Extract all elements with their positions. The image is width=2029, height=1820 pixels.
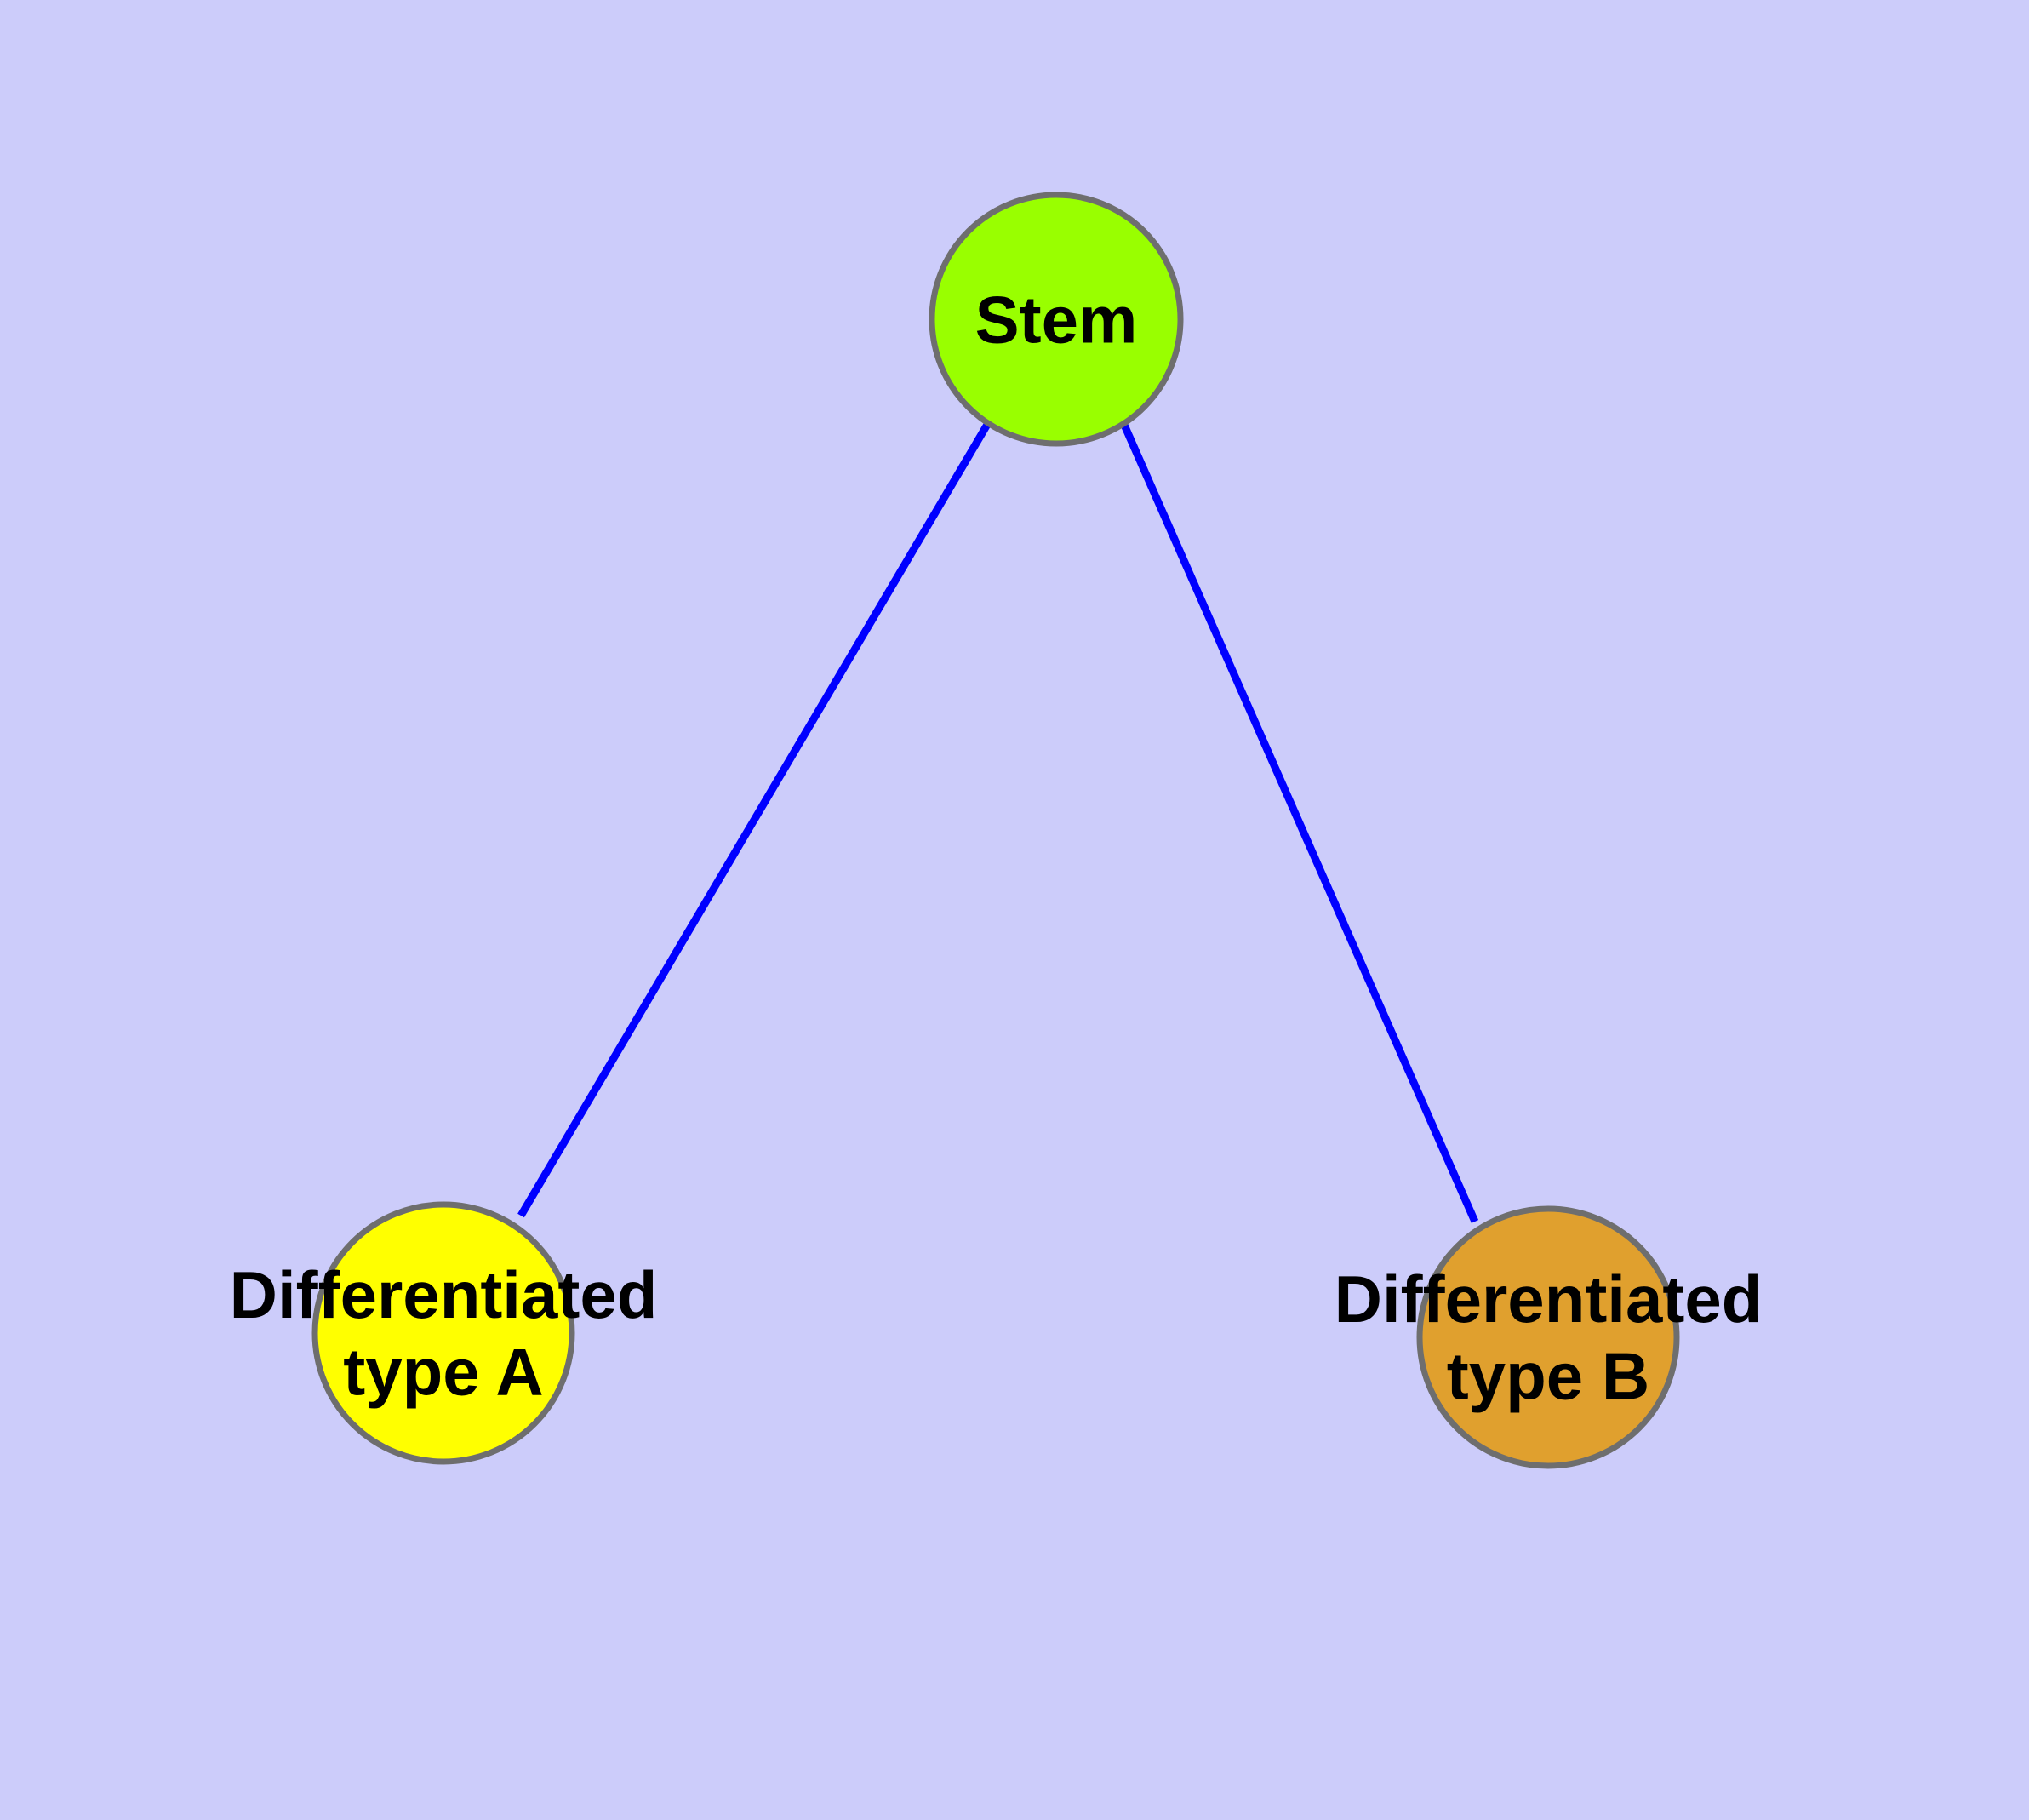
node-layer [311, 192, 1680, 1469]
node-label-line: type B [1447, 1339, 1649, 1414]
edge-stem-to-diff-a[interactable] [517, 421, 992, 1218]
node-label-stem: Stem [975, 282, 1138, 357]
node-circle-diff-b[interactable] [1416, 1205, 1680, 1469]
node-stem[interactable] [929, 192, 1184, 447]
node-diff-a[interactable] [311, 1201, 575, 1465]
edge-stem-to-diff-b[interactable] [1119, 421, 1479, 1223]
edge-layer [517, 421, 1479, 1223]
node-label-line: Differentiated [1335, 1262, 1763, 1336]
node-circle-diff-a[interactable] [311, 1201, 575, 1465]
node-diff-b[interactable] [1416, 1205, 1680, 1469]
node-label-line: Stem [975, 282, 1138, 357]
node-label-line: type A [343, 1335, 544, 1410]
node-label-line: Differentiated [230, 1257, 658, 1332]
node-circle-stem[interactable] [929, 192, 1184, 447]
